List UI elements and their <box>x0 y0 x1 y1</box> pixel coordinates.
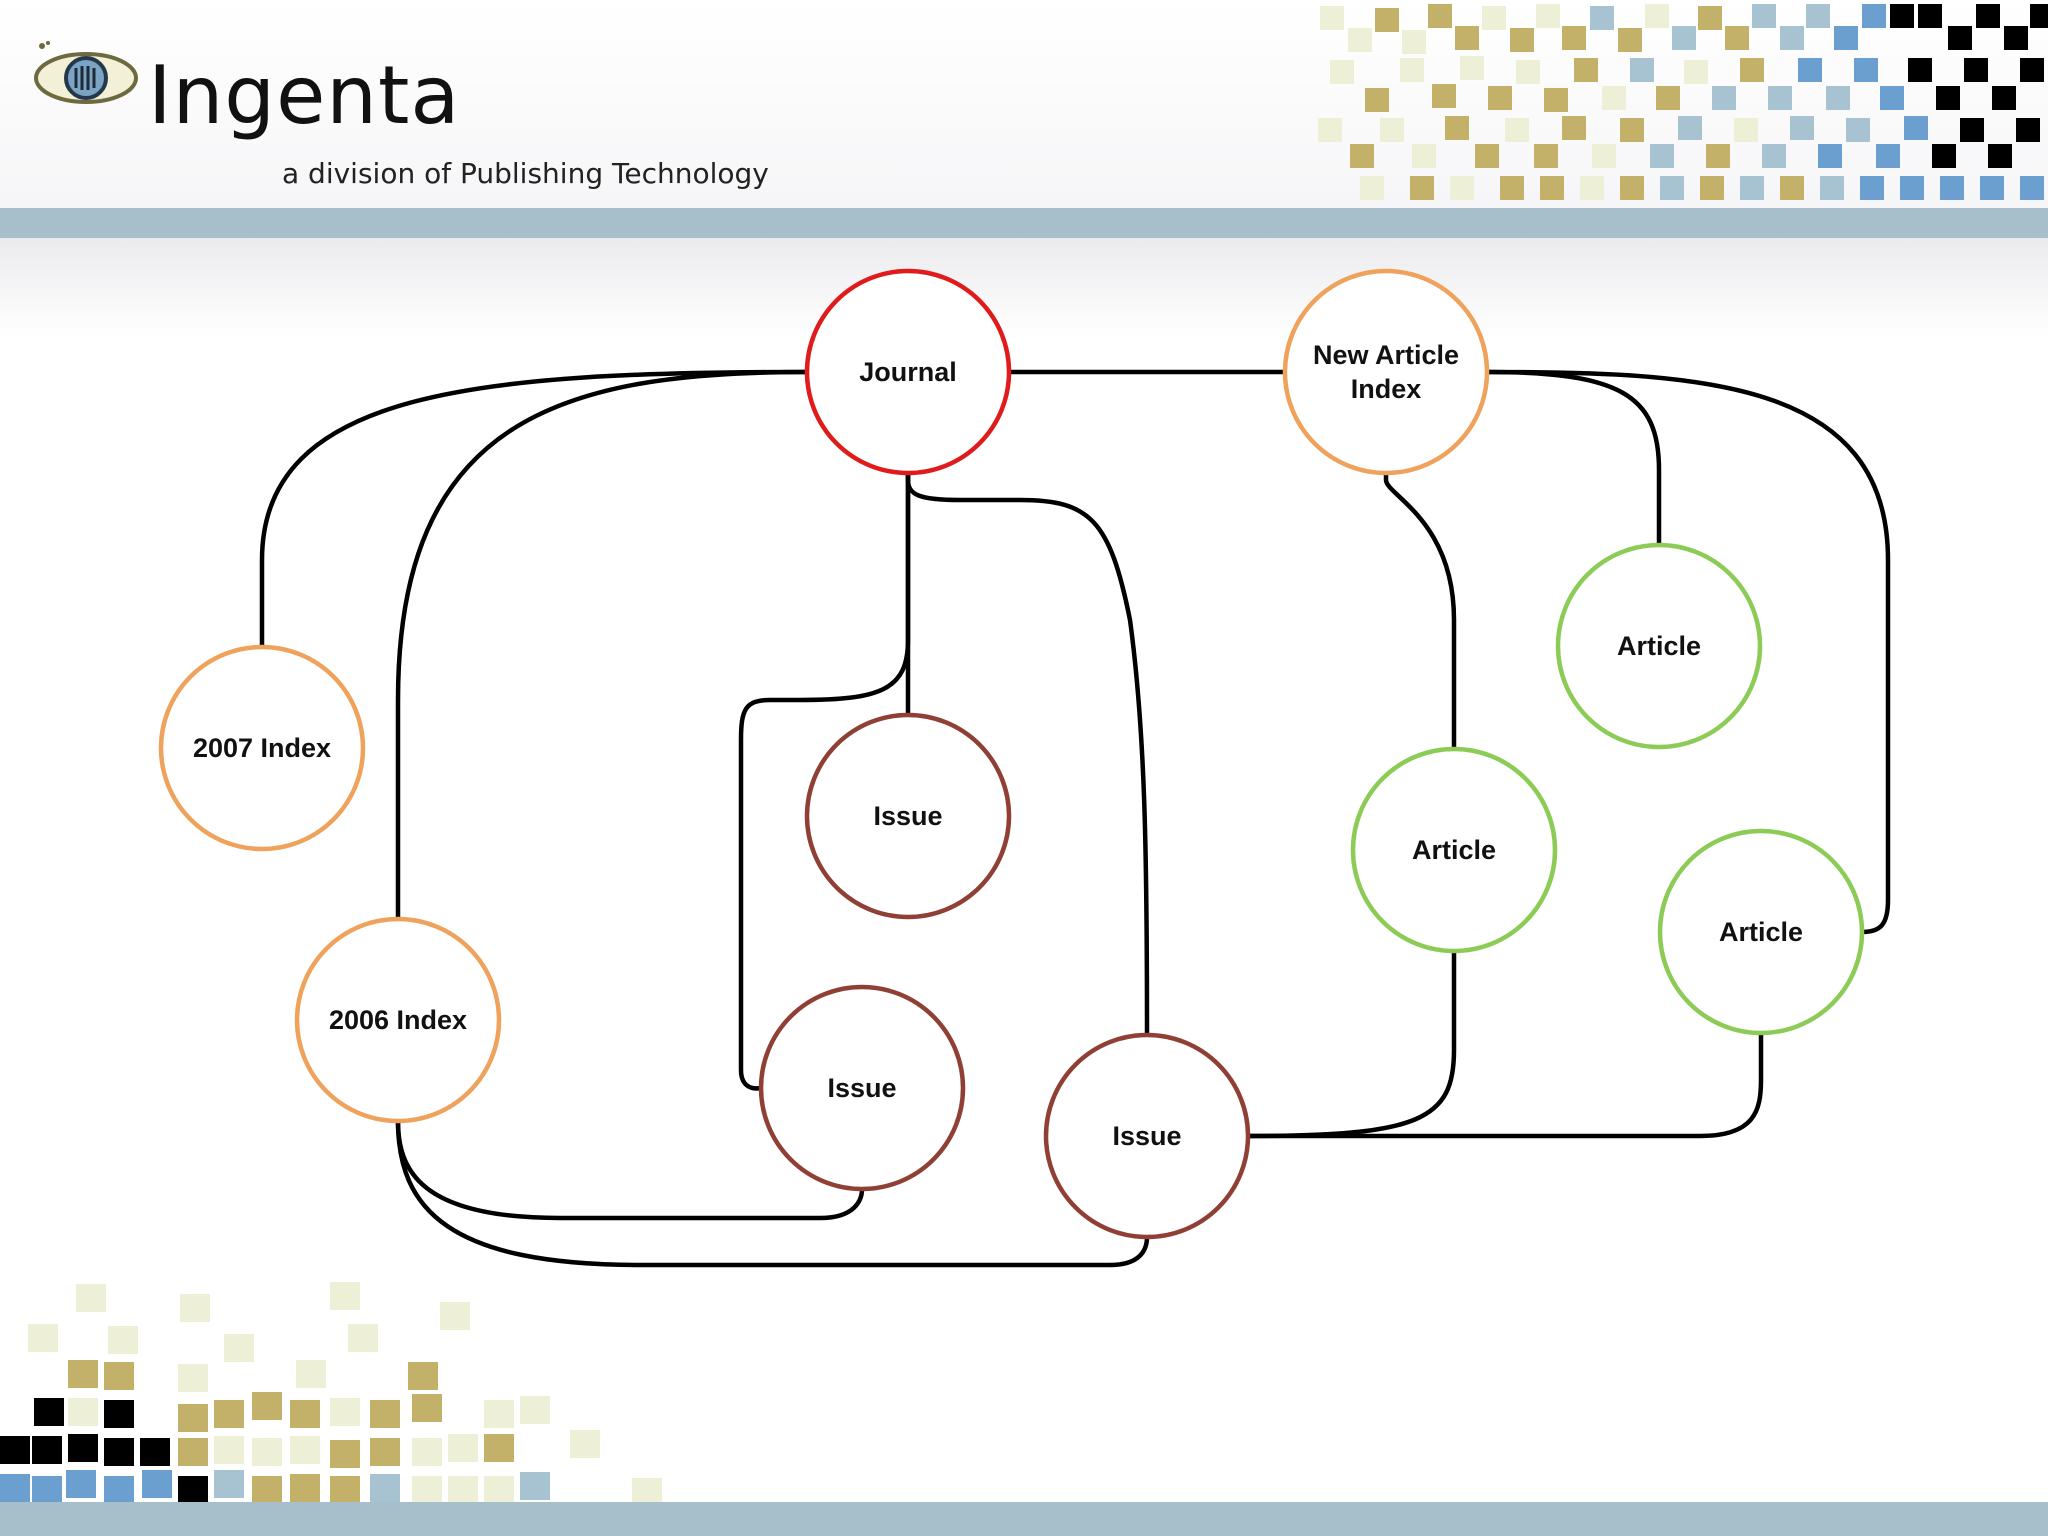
node-article-a: Article <box>1558 545 1760 747</box>
node-circle <box>1285 271 1487 473</box>
node-label: Issue <box>873 801 942 831</box>
node-issue-a: Issue <box>807 715 1009 917</box>
node-journal: Journal <box>807 271 1009 473</box>
node-label: 2007 Index <box>193 733 331 763</box>
node-label: Index <box>1351 374 1422 404</box>
node-label: Article <box>1412 835 1496 865</box>
edge-new-article-index-to-article-a <box>1386 473 1454 749</box>
node-article-b: Article <box>1353 749 1555 951</box>
node-index-2006: 2006 Index <box>297 919 499 1121</box>
node-label: Article <box>1617 631 1701 661</box>
node-label: Journal <box>859 357 957 387</box>
edge-issue-c-to-article-c <box>1248 1033 1761 1136</box>
edge-journal-to-index-2006 <box>398 372 807 919</box>
edge-new-article-index-to-article-b <box>1487 372 1659 545</box>
node-issue-c: Issue <box>1046 1035 1248 1237</box>
node-label: 2006 Index <box>329 1005 467 1035</box>
node-label: New Article <box>1313 340 1459 370</box>
edge-index-2006-to-issue-c <box>398 1121 1147 1265</box>
node-label: Issue <box>827 1073 896 1103</box>
node-label: Issue <box>1112 1121 1181 1151</box>
edge-issue-c-to-article-b <box>1248 951 1454 1136</box>
node-article-c: Article <box>1660 831 1862 1033</box>
edge-journal-to-index-2007 <box>262 372 807 647</box>
node-index-2007: 2007 Index <box>161 647 363 849</box>
node-issue-b: Issue <box>761 987 963 1189</box>
node-label: Article <box>1719 917 1803 947</box>
